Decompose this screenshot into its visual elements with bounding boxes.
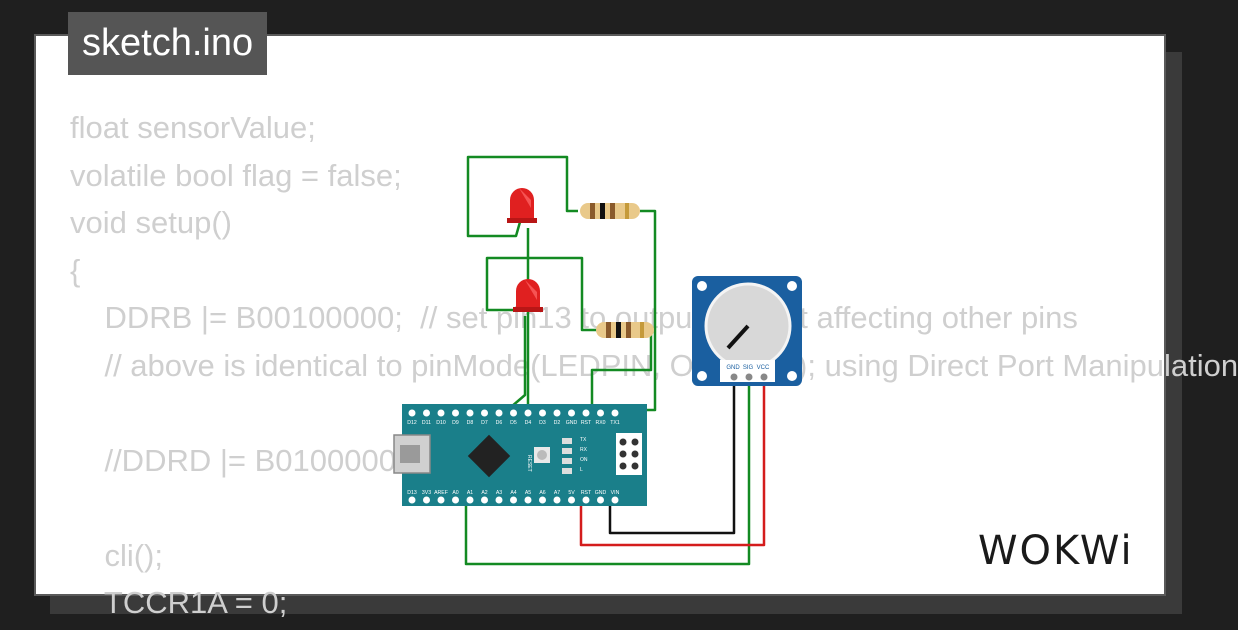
pin-hole[interactable] <box>568 496 575 504</box>
preview-card: float sensorValue; volatile bool flag = f… <box>34 34 1238 620</box>
board-led-rx <box>562 448 572 454</box>
pin-label: D10 <box>436 420 446 426</box>
resistor-1[interactable] <box>580 203 640 219</box>
pin-label: D9 <box>452 420 459 426</box>
board-led-l <box>562 468 572 474</box>
pin-hole[interactable] <box>539 496 546 504</box>
pin-hole[interactable] <box>524 496 532 504</box>
pin-label: A5 <box>525 490 531 496</box>
board-label-l: L <box>580 467 583 473</box>
code-line: float sensorValue; <box>70 110 316 145</box>
pin-label: 5V <box>568 490 575 496</box>
board-label-rx: RX <box>580 447 588 453</box>
wire-gnd-gnd <box>608 378 736 535</box>
mcu-chip <box>467 434 511 478</box>
pin-label: A2 <box>481 490 487 496</box>
pin-hole[interactable] <box>452 496 459 504</box>
wire-a0-sig <box>464 378 751 566</box>
wire-led1-loop <box>466 155 578 238</box>
wire-resistor1-gnd <box>592 209 657 412</box>
pot-pin-gnd: GND <box>726 365 740 371</box>
pin-hole[interactable] <box>437 409 445 417</box>
pin-label: TX1 <box>610 420 620 426</box>
pin-label: D12 <box>407 420 417 426</box>
code-line: void setup() <box>70 205 232 240</box>
pin-label: RST <box>581 420 592 426</box>
pin-label: D3 <box>539 420 546 426</box>
pin-hole[interactable] <box>495 496 503 504</box>
pin-hole[interactable] <box>408 496 416 504</box>
wire-led2-d6 <box>509 316 527 414</box>
pin-label: A0 <box>452 490 458 496</box>
pin-label: 3V3 <box>422 490 431 496</box>
wire-led2-loop <box>485 256 598 332</box>
pin-hole[interactable] <box>510 496 517 504</box>
resistor-2[interactable] <box>596 322 654 338</box>
pin-label: VIN <box>611 490 620 496</box>
pin-hole[interactable] <box>568 409 575 417</box>
pin-hole[interactable] <box>553 409 561 417</box>
code-line: cli(); <box>70 537 163 573</box>
code-line: TCCR1A = 0; <box>70 585 288 620</box>
arduino-nano[interactable]: RESET TX RX ON L D12 D11 D10 D9 D8 D7 D6 D5 D4 D3… <box>393 404 647 506</box>
pin-hole[interactable] <box>553 496 561 504</box>
pin-hole[interactable] <box>611 496 619 504</box>
pin-label: A7 <box>554 490 560 496</box>
pin-hole[interactable] <box>423 496 430 504</box>
pin-hole[interactable] <box>481 409 488 417</box>
led-2[interactable] <box>513 279 543 312</box>
potentiometer[interactable]: GND SIG VCC <box>692 276 802 386</box>
pin-hole[interactable] <box>582 409 590 417</box>
pin-label: D5 <box>510 420 517 426</box>
pin-label: RST <box>581 490 592 496</box>
wire-led1-d5 <box>525 228 530 415</box>
pin-label: D7 <box>481 420 488 426</box>
reset-label: RESET <box>526 455 532 472</box>
pin-hole[interactable] <box>597 409 604 417</box>
wire-5v-vcc <box>579 378 766 547</box>
pin-label: D6 <box>496 420 503 426</box>
pin-label: AREF <box>434 490 448 496</box>
pin-hole[interactable] <box>466 496 474 504</box>
pin-label: D13 <box>407 490 417 496</box>
pin-label: GND <box>595 490 607 496</box>
circuit-diagram: GND SIG VCC RESET TX RX ON L D12 D11 D10 D9… <box>393 155 802 566</box>
pin-label: D8 <box>467 420 474 426</box>
pot-knob-indicator <box>726 324 750 350</box>
board-label-on: ON <box>580 457 588 463</box>
pin-hole[interactable] <box>423 409 430 417</box>
led-1[interactable] <box>507 188 537 223</box>
pin-hole[interactable] <box>539 409 546 417</box>
wokwi-logo: WOKWi <box>978 528 1134 574</box>
pin-hole[interactable] <box>481 496 488 504</box>
pin-label: A4 <box>510 490 516 496</box>
board-led-tx <box>562 438 572 444</box>
code-line: { <box>70 252 81 288</box>
pin-label: GND <box>566 420 578 426</box>
pin-label: D11 <box>422 420 431 426</box>
pin-hole[interactable] <box>466 409 474 417</box>
pin-hole[interactable] <box>524 409 532 417</box>
pin-hole[interactable] <box>582 496 590 504</box>
pin-label: A1 <box>467 490 473 496</box>
pin-hole[interactable] <box>510 409 517 417</box>
pin-hole[interactable] <box>597 496 604 504</box>
board-led-on <box>562 458 572 464</box>
pin-hole[interactable] <box>495 409 503 417</box>
pin-hole[interactable] <box>437 496 445 504</box>
pin-label: A6 <box>539 490 545 496</box>
board-label-tx: TX <box>580 437 587 443</box>
code-line: volatile bool flag = false; <box>70 157 402 193</box>
pin-label: D2 <box>554 420 561 426</box>
file-tab[interactable]: sketch.ino <box>68 12 268 75</box>
pin-hole[interactable] <box>408 409 416 417</box>
pin-label: A3 <box>496 490 502 496</box>
pin-hole[interactable] <box>452 409 459 417</box>
pin-label: RX0 <box>595 420 605 426</box>
pot-pin-vcc: VCC <box>757 365 770 371</box>
wire-resistor2-gnd <box>590 330 653 414</box>
pot-pin-sig: SIG <box>743 365 754 371</box>
pin-hole[interactable] <box>611 409 619 417</box>
pin-label: D4 <box>525 420 532 426</box>
